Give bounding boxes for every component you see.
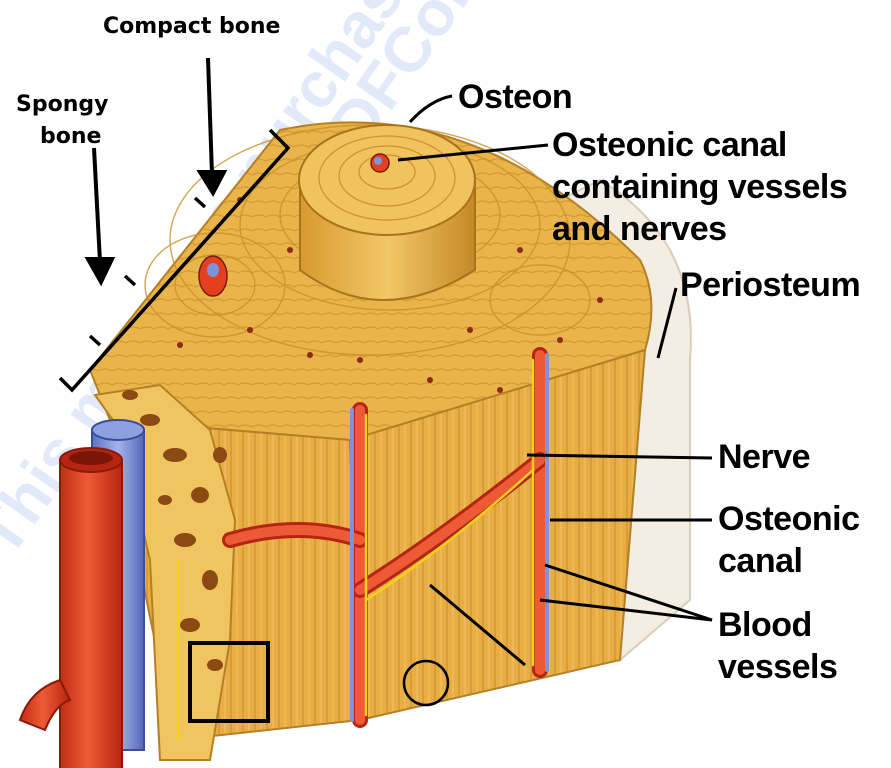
blood-vessels-label-line2: vessels xyxy=(718,650,837,684)
compact-bone-label: Compact bone xyxy=(103,12,280,42)
osteonic-canal-label-line1: Osteonic xyxy=(718,502,859,536)
spongy-bone-label-line1: Spongy xyxy=(16,90,108,120)
spongy-bone-label-line2: bone xyxy=(40,122,101,152)
nerve-label: Nerve xyxy=(718,440,810,474)
canal-opening xyxy=(199,256,227,296)
osteonic-canal-vessels-label-line1: Osteonic canal xyxy=(552,128,787,162)
blood-vessels-label-line1: Blood xyxy=(718,608,812,642)
osteonic-canal-vessels-label-line2: containing vessels xyxy=(552,170,847,204)
periosteum-label: Periosteum xyxy=(680,268,860,302)
osteon-cylinder xyxy=(299,125,475,300)
osteonic-canal-vessels-label-line3: and nerves xyxy=(552,212,727,246)
osteon-label: Osteon xyxy=(458,80,572,114)
osteonic-canal-label-line2: canal xyxy=(718,544,802,578)
